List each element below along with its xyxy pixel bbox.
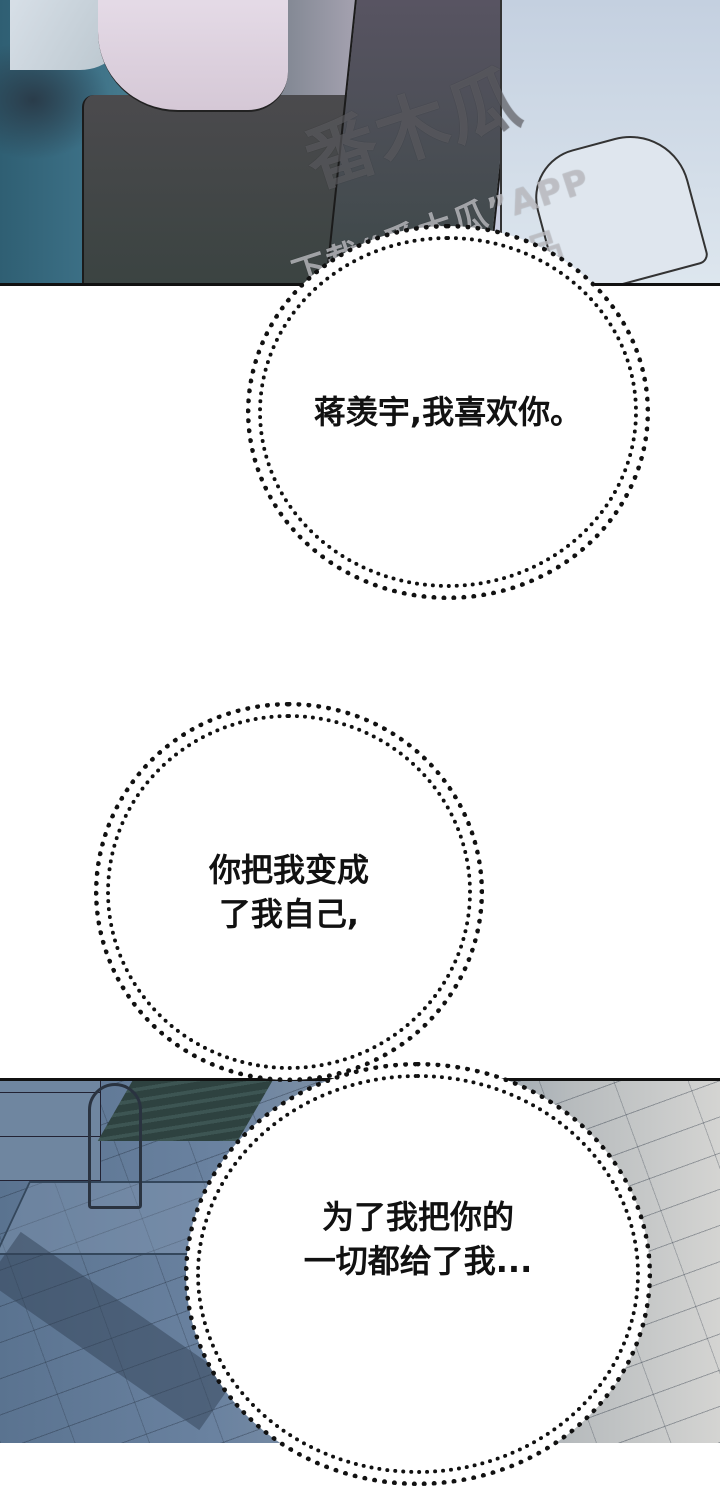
bench-leg bbox=[88, 1083, 142, 1209]
comic-panel-top: 番木瓜 下载“番木瓜”APP 观看更多作品 bbox=[0, 0, 720, 286]
character-neck bbox=[98, 0, 288, 112]
bubble-text: 为了我把你的 一切都给了我... bbox=[303, 1198, 533, 1280]
bubble-text: 蒋羡宇,我喜欢你。 bbox=[313, 393, 583, 431]
stone-wall bbox=[0, 1081, 101, 1181]
speech-bubble-3: 为了我把你的 一切都给了我... bbox=[184, 1062, 652, 1486]
bubble-text: 你把我变成 了我自己, bbox=[208, 851, 369, 933]
speech-bubble-2: 你把我变成 了我自己, bbox=[94, 702, 484, 1082]
speech-bubble-1: 蒋羡宇,我喜欢你。 bbox=[246, 224, 650, 600]
